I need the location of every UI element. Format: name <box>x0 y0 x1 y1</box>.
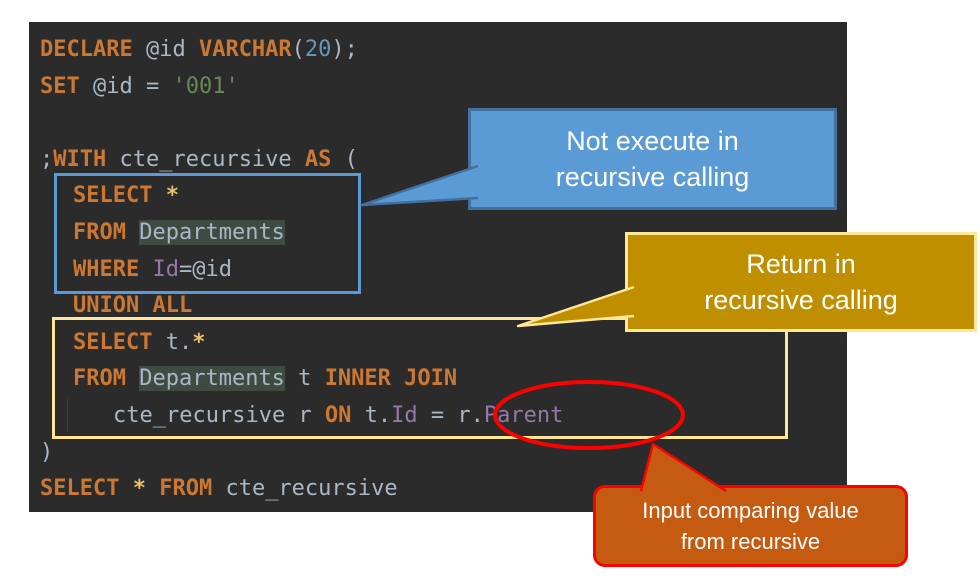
code-token: @id = <box>92 73 173 99</box>
code-token: Departments <box>139 366 285 392</box>
code-token: 20 <box>304 37 332 62</box>
callout-not-execute: Not execute in recursive calling <box>468 108 837 210</box>
code-line[interactable]: SET @id = '001' <box>40 69 843 106</box>
code-token: Id <box>152 256 179 282</box>
code-token: INNER JOIN <box>324 366 458 392</box>
code-token: * <box>192 329 206 355</box>
code-line[interactable]: DECLARE @id VARCHAR(20); <box>40 32 843 69</box>
code-token: t. <box>364 402 392 428</box>
code-line[interactable]: FROM Departments t INNER JOIN <box>40 361 843 398</box>
callout-text-line: from recursive <box>680 529 821 554</box>
code-line[interactable]: SELECT * <box>40 178 843 215</box>
code-token: t. <box>165 329 193 355</box>
code-token: @id <box>145 37 199 62</box>
anchor-select-block-outline <box>54 173 361 294</box>
code-token: = r. <box>417 402 484 428</box>
code-token: UNION ALL <box>73 293 193 319</box>
code-token: ON <box>324 402 365 428</box>
code-token: VARCHAR <box>198 37 292 62</box>
callout-text-line: Input comparing value <box>642 498 859 523</box>
code-token: ( <box>344 146 358 172</box>
indent-guide <box>67 399 68 432</box>
code-token: AS <box>304 146 345 172</box>
code-token: =@id <box>178 256 232 282</box>
code-line[interactable]: SELECT t.* <box>40 325 843 362</box>
code-token: ; <box>40 146 54 172</box>
code-line[interactable]: ;WITH cte_recursive AS ( <box>40 142 843 179</box>
callout-text-line: Not execute in <box>566 126 739 156</box>
code-token: ) <box>40 439 54 465</box>
code-token: FROM <box>73 219 140 245</box>
code-line[interactable]: UNION ALL <box>40 288 843 325</box>
code-token: * <box>132 476 146 502</box>
code-token: SELECT <box>73 183 166 209</box>
code-line[interactable]: SELECT * FROM cte_recursive <box>40 471 843 508</box>
code-token: * <box>165 183 179 209</box>
code-token: cte_recursive r <box>113 402 325 428</box>
callout-return-in-recursive: Return in recursive calling <box>625 232 977 332</box>
code-token: Departments <box>139 219 285 245</box>
code-line[interactable]: FROM Departments <box>40 215 843 252</box>
code-token: SELECT <box>40 476 133 502</box>
code-token: ( <box>291 37 305 62</box>
code-token: WHERE <box>73 256 153 282</box>
callout-text-line: recursive calling <box>704 285 898 315</box>
code-token: SET <box>40 73 93 99</box>
code-token: WITH <box>53 146 120 172</box>
callout-input-comparing-value: Input comparing value from recursive <box>593 485 908 567</box>
code-token: '001' <box>172 73 239 99</box>
code-token: cte_recursive <box>225 476 398 502</box>
code-line[interactable]: WHERE Id=@id <box>40 252 843 289</box>
code-token: ); <box>331 37 358 62</box>
code-token: SELECT <box>73 329 166 355</box>
code-token: t <box>284 366 325 392</box>
callout-text-line: recursive calling <box>555 162 750 192</box>
code-token: cte_recursive <box>119 146 305 172</box>
code-token: Id <box>391 402 418 428</box>
code-token: DECLARE <box>40 37 146 62</box>
code-token: FROM <box>145 476 226 502</box>
code-token: FROM <box>73 366 140 392</box>
callout-text-line: Return in <box>746 249 856 279</box>
recursive-select-block-outline <box>52 317 788 439</box>
code-area[interactable]: DECLARE @id VARCHAR(20);SET @id = '001';… <box>40 32 843 508</box>
code-line[interactable]: ) <box>40 435 843 472</box>
